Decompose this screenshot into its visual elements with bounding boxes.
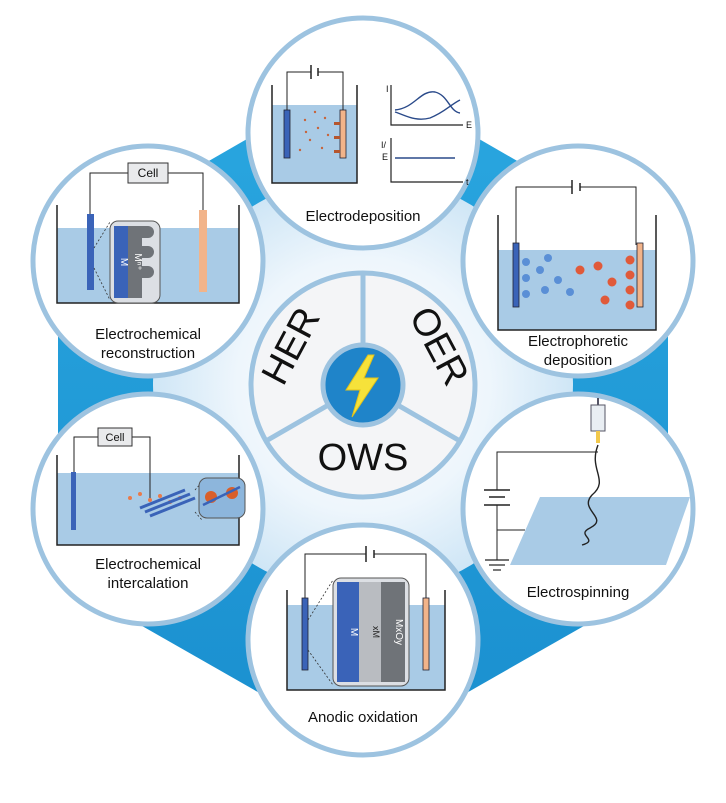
panel-electrodeposition: I E I/ E t [245,15,481,251]
anodic-layer-m: M [348,628,359,636]
lightning-bolt-icon [345,354,379,418]
intercalation-title-line2: intercalation [107,575,189,592]
electrophoretic-title: Electrophoretic deposition [498,332,658,370]
anodic-layer-oxide: MxOy [393,619,404,645]
intercalation-cell-label: Cell [106,432,125,444]
electrophoretic-title-line2: deposition [543,352,613,369]
panel-anodic: M xM MxOy [245,522,481,758]
reconstruction-layer-mn: Mⁿ⁺ [132,253,143,270]
cv-axis-y: I [386,84,389,94]
reconstruction-cell-box [127,162,169,184]
panel-electrospinning [460,391,696,627]
reconstruction-title: Electrochemical reconstruction [68,325,228,363]
anodic-title: Anodic oxidation [307,709,419,726]
anodic-layer-reaction: xM [371,626,381,638]
electrospinning-title: Electrospinning [526,584,630,601]
panel-reconstruction: Cell M Mⁿ⁺ [30,143,266,379]
ca-axis-y-bottom: E [382,152,388,162]
center-label-ows: OWS [318,437,409,479]
panel-electrophoretic [460,143,696,379]
electrophoretic-title-line1: Electrophoretic [527,333,629,350]
intercalation-cell-box [97,427,133,447]
ca-axis-y-top: I/ [381,140,387,150]
reconstruction-layer-m: M [118,258,129,266]
ca-axis-x: t [466,177,469,187]
reconstruction-title-line1: Electrochemical [95,326,201,343]
intercalation-title-line1: Electrochemical [95,556,201,573]
electrodeposition-title: Electrodeposition [305,208,421,225]
reconstruction-cell-label: Cell [138,166,159,180]
intercalation-title: Electrochemical intercalation [68,555,228,593]
panel-intercalation: Cell [30,391,266,627]
cv-axis-x: E [466,120,472,130]
center-wheel: HER OER OWS [248,270,478,500]
reconstruction-title-line2: reconstruction [100,345,196,362]
